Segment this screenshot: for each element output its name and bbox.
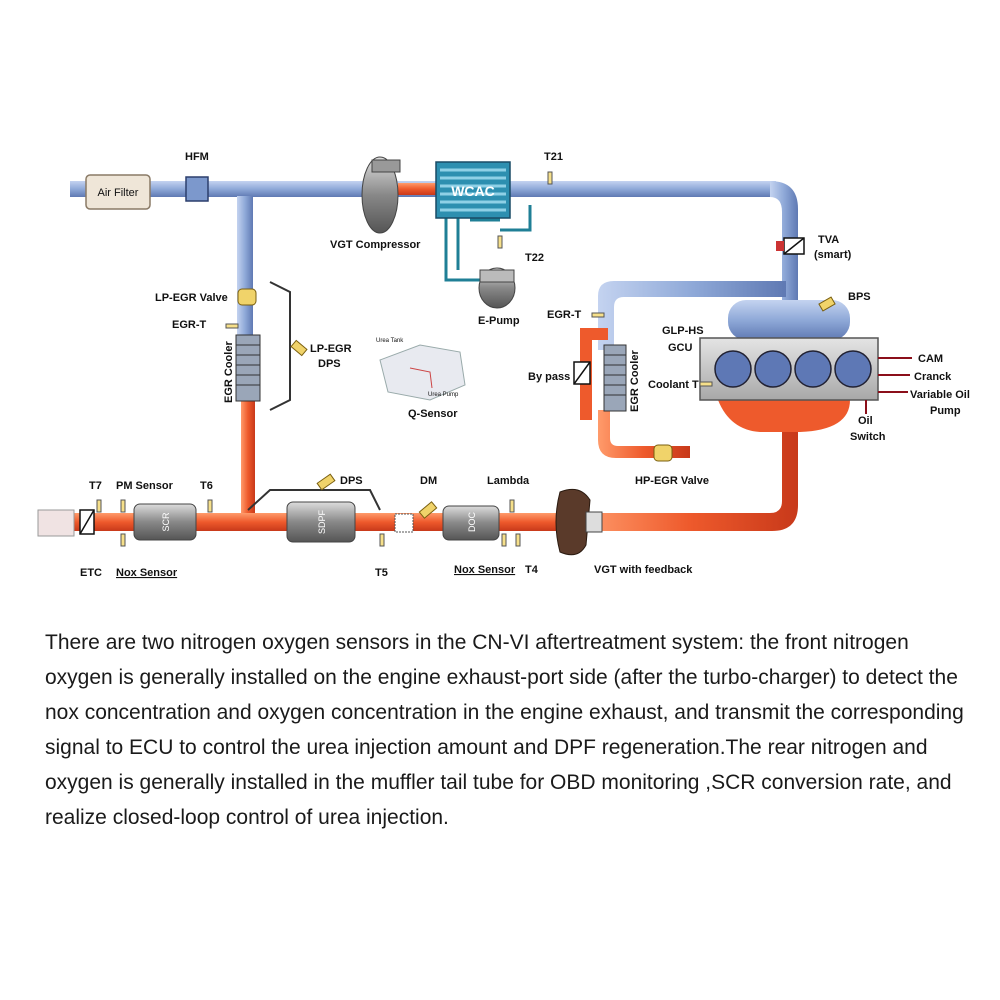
t22-label: T22 xyxy=(525,252,544,264)
cranck-label: Cranck xyxy=(914,371,952,383)
probe-sensors xyxy=(96,171,713,547)
etc-valve xyxy=(79,509,95,535)
air-filter-label: Air Filter xyxy=(98,187,139,199)
urea-tank-image xyxy=(379,344,466,401)
scr-label: SCR xyxy=(161,512,171,532)
oil-switch-label-1: Oil xyxy=(858,415,873,427)
egr-cooler-left xyxy=(235,334,261,402)
nox-sensor-right-label: Nox Sensor xyxy=(454,564,516,576)
e-pump xyxy=(478,267,516,309)
t4-label: T4 xyxy=(525,564,539,576)
t21-label: T21 xyxy=(544,151,563,163)
nox-sensor-left-label: Nox Sensor xyxy=(116,567,178,579)
egr-cooler-right xyxy=(603,344,627,412)
dm-injector xyxy=(418,501,438,519)
pm-sensor-label: PM Sensor xyxy=(116,480,174,492)
coolant-t-label: Coolant T xyxy=(648,379,699,391)
tva-valve xyxy=(776,237,805,255)
sdpf-label: SDPF xyxy=(317,510,327,535)
tva-label: TVA xyxy=(818,234,839,246)
t5-label: T5 xyxy=(375,567,388,579)
t7-label: T7 xyxy=(89,480,102,492)
urea-tank-label: Urea Tank xyxy=(376,338,404,344)
air-filter: Air Filter xyxy=(85,174,151,210)
description-text: There are two nitrogen oxygen sensors in… xyxy=(45,631,964,829)
glp-hs-label: GLP-HS xyxy=(662,325,704,337)
hp-egr-valve xyxy=(653,444,673,462)
hp-egr-valve-label: HP-EGR Valve xyxy=(635,475,709,487)
lp-egr-valve xyxy=(237,288,257,306)
tva-sub-label: (smart) xyxy=(814,249,852,261)
bps-label: BPS xyxy=(848,291,871,303)
lp-egr-dps-label-1: LP-EGR xyxy=(310,343,352,355)
dm-mixer xyxy=(394,513,414,533)
egr-cooler-left-label: EGR Cooler xyxy=(223,341,235,403)
engine-system-diagram: Air Filter WCAC xyxy=(37,151,970,579)
scr-catalyst: SCR xyxy=(133,503,197,541)
vgt-compressor-label: VGT Compressor xyxy=(330,239,421,251)
engine-block xyxy=(699,337,879,401)
variable-oil-label-2: Pump xyxy=(930,405,961,417)
sdpf-catalyst: SDPF xyxy=(286,501,356,543)
vgt-compressor xyxy=(361,156,401,234)
engine-signal-lines xyxy=(865,357,912,414)
t6-label: T6 xyxy=(200,480,213,492)
egr-cooler-right-label: EGR Cooler xyxy=(629,350,641,412)
dm-label: DM xyxy=(420,475,437,487)
oil-switch-label-2: Switch xyxy=(850,431,886,443)
q-sensor-label: Q-Sensor xyxy=(408,408,458,420)
egr-t-right-label: EGR-T xyxy=(547,309,582,321)
dps-label: DPS xyxy=(340,475,363,487)
vgt-turbine xyxy=(555,488,603,556)
cam-label: CAM xyxy=(918,353,943,365)
lp-egr-dps-line xyxy=(269,281,291,411)
wcac-label: WCAC xyxy=(451,183,495,199)
doc-catalyst: DOC xyxy=(442,505,500,541)
dps-sensor xyxy=(316,473,336,491)
by-pass-label: By pass xyxy=(528,371,570,383)
bps-sensor xyxy=(818,296,836,312)
lambda-label: Lambda xyxy=(487,475,530,487)
hfm-sensor xyxy=(185,176,209,202)
urea-pump-label: Urea Pump xyxy=(428,392,459,398)
gcu-label: GCU xyxy=(668,342,693,354)
doc-label: DOC xyxy=(467,512,477,533)
egr-t-left-label: EGR-T xyxy=(172,319,207,331)
lp-egr-valve-label: LP-EGR Valve xyxy=(155,292,228,304)
lp-egr-dps-label-2: DPS xyxy=(318,358,341,370)
vgt-feedback-label: VGT with feedback xyxy=(594,564,693,576)
wcac-intercooler: WCAC xyxy=(435,161,511,219)
exhaust-tailpipe xyxy=(37,509,75,537)
hfm-label: HFM xyxy=(185,151,209,163)
variable-oil-label-1: Variable Oil xyxy=(910,389,970,401)
e-pump-label: E-Pump xyxy=(478,315,520,327)
etc-label: ETC xyxy=(80,567,102,579)
lp-egr-dps-sensor xyxy=(290,339,308,357)
bypass-valve xyxy=(573,361,591,385)
